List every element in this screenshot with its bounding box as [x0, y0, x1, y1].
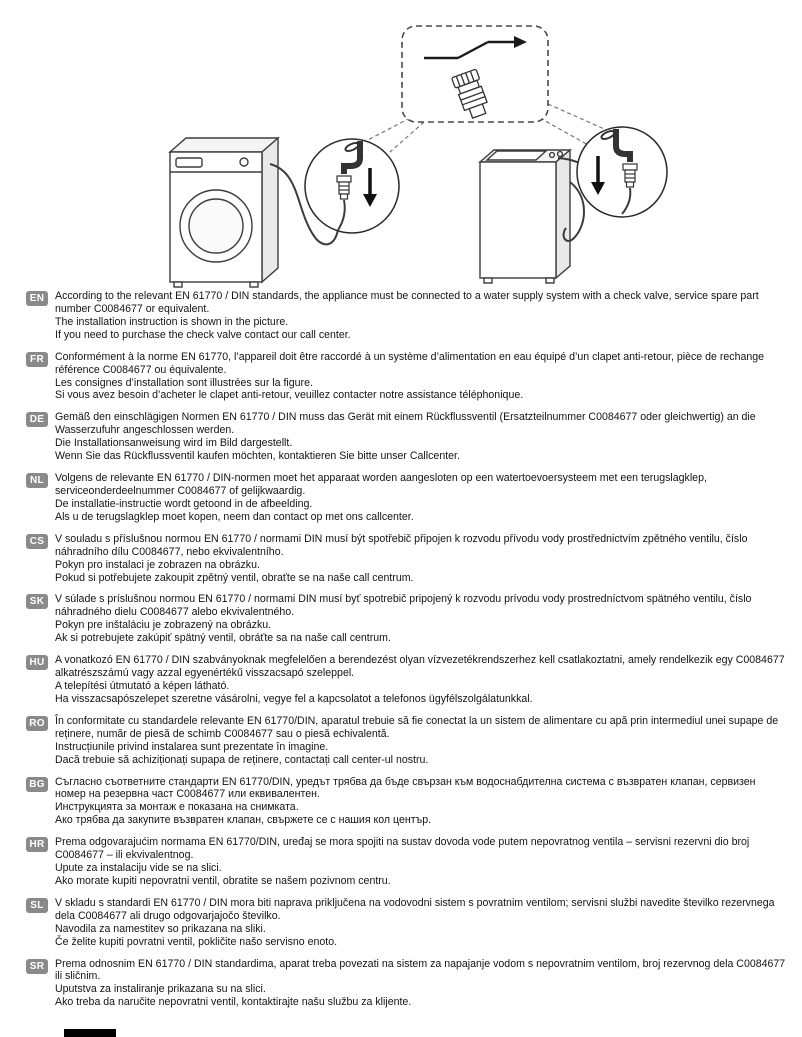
section-text: Съгласно съответните стандарти EN 61770/… — [55, 776, 788, 828]
language-badge: SL — [26, 897, 48, 913]
language-badge: DE — [26, 412, 48, 428]
section-paragraph: Wenn Sie das Rückflussventil kaufen möch… — [55, 450, 460, 463]
print-crop-mark — [64, 1029, 116, 1037]
section-paragraph: Ако трябва да закупите възвратен клапан,… — [55, 814, 432, 827]
section-paragraph: According to the relevant EN 61770 / DIN… — [55, 290, 759, 315]
faucet-callout-left — [304, 138, 400, 234]
section-text: V súlade s príslušnou normou EN 61770 / … — [55, 593, 788, 645]
section-paragraph: Gemäß den einschlägigen Normen EN 61770 … — [55, 411, 756, 437]
section-text: According to the relevant EN 61770 / DIN… — [55, 290, 788, 342]
faucet-callout-right — [576, 126, 668, 218]
section-paragraph: V súlade s príslušnou normou EN 61770 / … — [55, 593, 752, 619]
section-paragraph: Pokyn pre inštaláciu je zobrazený na obr… — [55, 619, 272, 632]
section-text: A vonatkozó EN 61770 / DIN szabványoknak… — [55, 654, 788, 706]
section-paragraph: Prema odnosnim EN 61770 / DIN standardim… — [55, 957, 786, 983]
section-paragraph: The installation instruction is shown in… — [55, 315, 289, 328]
section-paragraph: În conformitate cu standardele relevante… — [55, 714, 779, 740]
check-valve-box — [401, 25, 549, 123]
section-text: Volgens de relevante EN 61770 / DIN-norm… — [55, 472, 788, 524]
top-load-washer-icon — [478, 148, 572, 284]
faucet-icon-right — [600, 129, 633, 162]
section-paragraph: Съгласно съответните стандарти EN 61770/… — [55, 775, 756, 801]
section-text: Prema odnosnim EN 61770 / DIN standardim… — [55, 958, 788, 1010]
section-paragraph: Upute za instalaciju vide se na slici. — [55, 862, 222, 875]
language-section-de: DE Gemäß den einschlägigen Normen EN 617… — [26, 411, 788, 463]
hose-coil-right — [562, 181, 585, 242]
section-paragraph: V souladu s příslušnou normou EN 61770 /… — [55, 532, 748, 558]
language-badge: FR — [26, 351, 48, 367]
section-paragraph: Ako treba da naručite nepovratni ventil,… — [55, 996, 412, 1009]
section-paragraph: Pokyn pro instalaci je zobrazen na obráz… — [55, 558, 260, 571]
language-badge: SR — [26, 958, 48, 974]
section-paragraph: Prema odgovarajućim normama EN 61770/DIN… — [55, 836, 750, 862]
section-paragraph: Die Installationsanweisung wird im Bild … — [55, 437, 293, 450]
hose-line-right-inner — [621, 187, 632, 215]
section-paragraph: Les consignes d’installation sont illust… — [55, 376, 313, 389]
language-section-sl: SL V skladu s standardi EN 61770 / DIN m… — [26, 897, 788, 949]
section-paragraph: Si vous avez besoin d’acheter le clapet … — [55, 389, 524, 402]
language-section-fr: FR Conformément à la norme EN 61770, l’a… — [26, 351, 788, 403]
check-valve-small-icon — [336, 175, 352, 200]
section-paragraph: Instrucțiunile privind instalarea sunt p… — [55, 740, 329, 753]
language-sections: EN According to the relevant EN 61770 / … — [0, 288, 802, 1009]
hose-line-left — [269, 163, 339, 246]
language-section-en: EN According to the relevant EN 61770 / … — [26, 290, 788, 342]
check-valve-icon — [451, 68, 488, 119]
flow-direction-icon — [424, 36, 527, 60]
section-text: În conformitate cu standardele relevante… — [55, 715, 788, 767]
down-arrow-icon-right — [591, 156, 605, 195]
faucet-icon — [341, 141, 363, 174]
front-load-washer-icon — [168, 136, 280, 288]
section-paragraph: Ak si potrebujete zakúpiť spätný ventil,… — [55, 632, 391, 645]
language-badge: CS — [26, 533, 48, 549]
section-paragraph: Als u de terugslagklep moet kopen, neem … — [55, 510, 414, 523]
language-badge: NL — [26, 473, 48, 489]
language-section-sk: SK V súlade s príslušnou normou EN 61770… — [26, 593, 788, 645]
installation-illustration — [0, 0, 802, 288]
section-paragraph: Pokud si potřebujete zakoupit zpětný ven… — [55, 571, 414, 584]
language-section-sr: SR Prema odnosnim EN 61770 / DIN standar… — [26, 958, 788, 1010]
language-badge: RO — [26, 715, 48, 731]
section-text: Prema odgovarajućim normama EN 61770/DIN… — [55, 836, 788, 888]
language-section-bg: BG Съгласно съответните стандарти EN 617… — [26, 776, 788, 828]
section-text: Gemäß den einschlägigen Normen EN 61770 … — [55, 411, 788, 463]
section-paragraph: Dacă trebuie să achiziționați supapa de … — [55, 753, 429, 766]
section-paragraph: Ako morate kupiti nepovratni ventil, obr… — [55, 874, 391, 887]
check-valve-small-icon-right — [622, 163, 638, 188]
language-section-hu: HU A vonatkozó EN 61770 / DIN szabványok… — [26, 654, 788, 706]
section-text: V skladu s standardi EN 61770 / DIN mora… — [55, 897, 788, 949]
section-paragraph: Volgens de relevante EN 61770 / DIN-norm… — [55, 472, 707, 497]
section-paragraph: A telepítési útmutató a képen látható. — [55, 679, 230, 692]
section-text: V souladu s příslušnou normou EN 61770 /… — [55, 533, 788, 585]
section-paragraph: De installatie-instructie wordt getoond … — [55, 497, 313, 510]
language-section-cs: CS V souladu s příslušnou normou EN 6177… — [26, 533, 788, 585]
language-section-hr: HR Prema odgovarajućim normama EN 61770/… — [26, 836, 788, 888]
section-paragraph: V skladu s standardi EN 61770 / DIN mora… — [55, 896, 775, 922]
language-badge: SK — [26, 594, 48, 610]
section-paragraph: Conformément à la norme EN 61770, l’appa… — [55, 350, 765, 376]
section-paragraph: Navodila za namestitev so prikazana na s… — [55, 922, 266, 935]
section-text: Conformément à la norme EN 61770, l’appa… — [55, 351, 788, 403]
language-badge: EN — [26, 291, 48, 306]
language-badge: HR — [26, 837, 48, 853]
language-section-ro: RO În conformitate cu standardele releva… — [26, 715, 788, 767]
section-paragraph: A vonatkozó EN 61770 / DIN szabványoknak… — [55, 654, 785, 680]
installation-figure — [168, 25, 668, 288]
section-paragraph: Uputstva za instaliranje prikazana su na… — [55, 983, 266, 996]
down-arrow-icon — [363, 168, 377, 207]
language-badge: BG — [26, 776, 48, 792]
section-paragraph: Ha visszacsapószelepet szeretne vásároln… — [55, 692, 533, 705]
language-section-nl: NL Volgens de relevante EN 61770 / DIN-n… — [26, 472, 788, 524]
hose-line-left-inner — [337, 199, 346, 231]
section-paragraph: If you need to purchase the check valve … — [55, 328, 351, 341]
language-badge: HU — [26, 655, 48, 671]
section-paragraph: Инструкцията за монтаж е показана на сни… — [55, 801, 299, 814]
section-paragraph: Če želite kupiti povratni ventil, poklič… — [55, 935, 338, 948]
